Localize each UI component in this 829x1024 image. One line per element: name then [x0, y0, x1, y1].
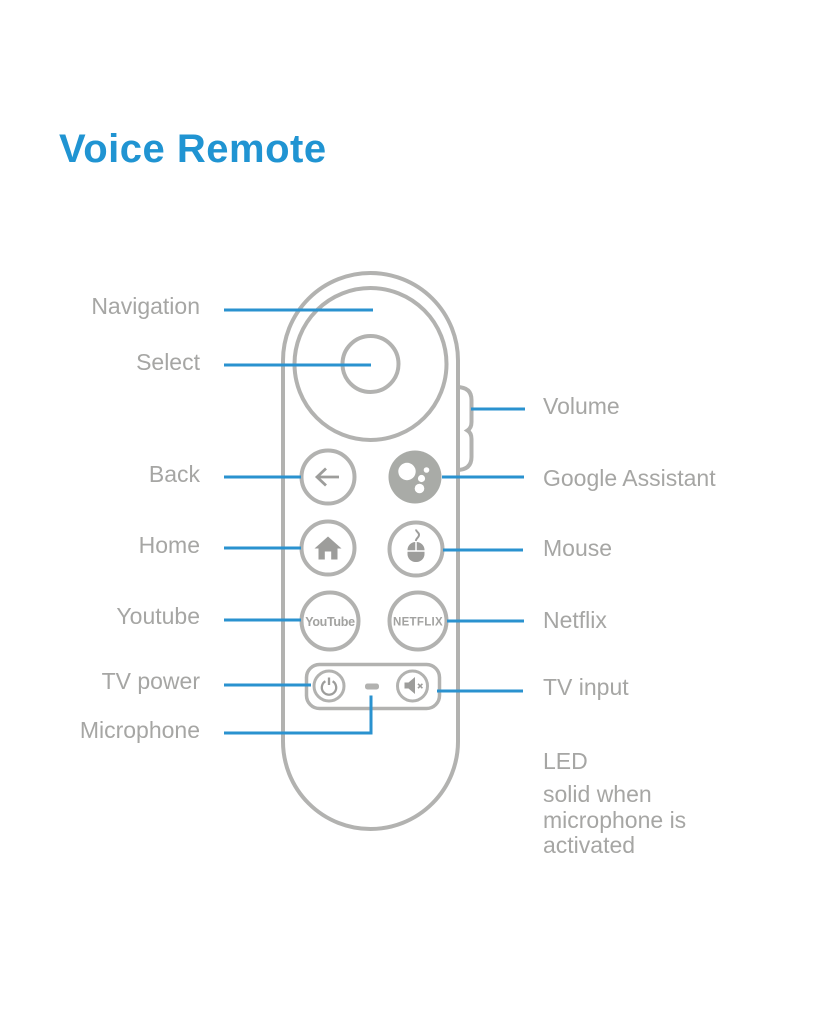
youtube-button: YouTube [299, 590, 361, 652]
tv-power-button [312, 669, 346, 703]
label-tv-power: TV power [101, 668, 200, 694]
label-tv-input: TV input [543, 674, 629, 700]
label-navigation: Navigation [91, 293, 200, 319]
home-button [299, 519, 357, 577]
home-icon [314, 536, 342, 560]
label-select: Select [136, 349, 200, 375]
label-microphone: Microphone [79, 717, 200, 743]
google-assistant-icon [398, 462, 430, 494]
label-volume: Volume [543, 393, 620, 419]
label-led: LED [543, 748, 588, 774]
power-icon [320, 677, 338, 696]
mouse-icon [407, 529, 425, 562]
volume-rocker [456, 385, 474, 472]
label-back: Back [148, 461, 200, 487]
netflix-button-label: NETFLIX [393, 617, 443, 629]
tv-input-button [396, 669, 429, 703]
label-youtube: Youtube [116, 603, 200, 629]
google-assistant-button [388, 450, 442, 504]
led-indicator [365, 683, 379, 690]
label-netflix: Netflix [543, 607, 607, 633]
mouse-button [387, 520, 445, 578]
netflix-button: NETFLIX [387, 590, 449, 652]
label-home: Home [138, 532, 200, 558]
youtube-button-label: YouTube [305, 615, 355, 629]
page-title: Voice Remote [59, 127, 327, 171]
back-button [299, 448, 357, 506]
back-arrow-icon [314, 467, 339, 487]
led-description: solid when microphone is activated [543, 781, 687, 858]
speaker-mute-icon [404, 677, 423, 694]
label-mouse: Mouse [543, 535, 613, 561]
microphone-leader-line [224, 695, 373, 735]
label-google-assistant: Google Assistant [543, 465, 716, 491]
